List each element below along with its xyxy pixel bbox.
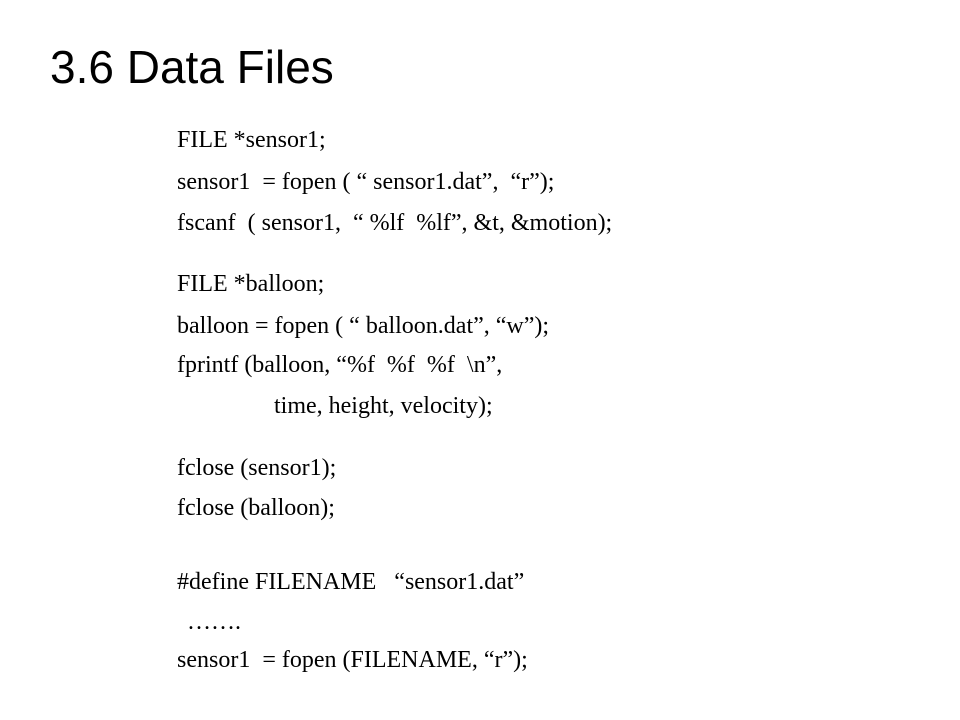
code-line-sensor-fopen: sensor1 = fopen ( “ sensor1.dat”, “r”); [177,169,555,195]
code-line-close-balloon: fclose (balloon); [177,495,335,521]
code-line-balloon-fopen: balloon = fopen ( “ balloon.dat”, “w”); [177,313,550,339]
code-line-sensor-fopen-macro: sensor1 = fopen (FILENAME, “r”); [177,647,528,673]
code-line-balloon-fprintf: fprintf (balloon, “%f %f %f \n”, [177,352,503,378]
code-line-balloon-fprintf-args: time, height, velocity); [274,393,493,419]
code-line-sensor-decl: FILE *sensor1; [177,127,326,153]
code-line-balloon-decl: FILE *balloon; [177,271,325,297]
code-line-sensor-fscanf: fscanf ( sensor1, “ %lf %lf”, &t, &motio… [177,210,613,236]
code-line-ellipsis: ……. [187,609,241,635]
code-line-define-filename: #define FILENAME “sensor1.dat” [177,569,525,595]
code-line-close-sensor: fclose (sensor1); [177,455,337,481]
slide-title: 3.6 Data Files [50,41,334,93]
